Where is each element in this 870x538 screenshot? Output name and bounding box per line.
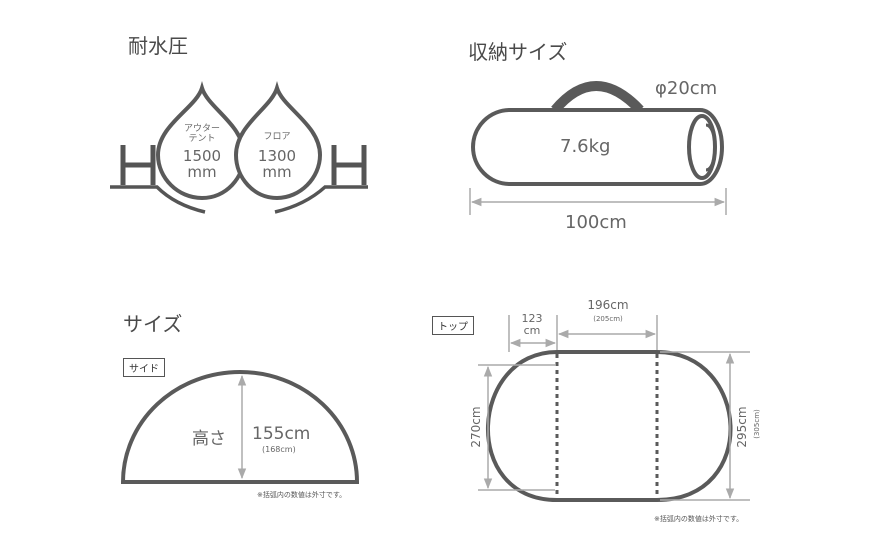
- storage-bag-graphic: [469, 81, 727, 215]
- waterproof-graphic: [110, 81, 368, 214]
- outer-depth-outer-value: (305cm): [753, 409, 761, 439]
- vestibule-unit: cm: [523, 324, 541, 337]
- dome-outline: [120, 370, 360, 484]
- waterproof-title: 耐水圧: [128, 34, 188, 58]
- side-note: ※括弧内の数値は外寸です。: [257, 491, 347, 499]
- outer-label-line1: アウター: [183, 124, 220, 134]
- floor-value-block: 1300 mm: [247, 148, 307, 180]
- floor-unit: mm: [262, 163, 292, 181]
- width-value: 196cm: [587, 298, 629, 312]
- top-outline: [485, 350, 733, 502]
- left-h-letter: [120, 145, 156, 185]
- outer-value: 1500: [182, 147, 222, 165]
- top-note: ※括弧内の数値は外寸です。: [654, 515, 744, 523]
- vestibule-value: 123: [521, 312, 543, 325]
- floor-drop: [233, 81, 323, 201]
- width-outer-value: (205cm): [593, 315, 623, 323]
- height-label: 高さ: [192, 429, 226, 449]
- side-view-graphic: [120, 370, 360, 484]
- vestibule-dimension: 123 cm: [514, 313, 550, 337]
- size-title: サイズ: [123, 312, 183, 336]
- bag-body: [471, 108, 724, 186]
- bag-length: 100cm: [565, 212, 627, 233]
- floor-value: 1300: [257, 147, 297, 165]
- bag-weight: 7.6kg: [560, 136, 611, 157]
- outer-value-block: 1500 mm: [172, 148, 232, 180]
- outer-label-line2: テント: [188, 134, 216, 144]
- outer-unit: mm: [187, 163, 217, 181]
- floor-label: フロア: [263, 132, 291, 142]
- top-view-graphic: [478, 315, 750, 502]
- top-view-tag: トップ: [432, 316, 474, 335]
- outer-tent-label: アウター テント: [172, 124, 232, 144]
- storage-title: 収納サイズ: [468, 40, 568, 64]
- side-view-tag: サイド: [123, 358, 165, 377]
- height-value: 155cm: [252, 424, 311, 444]
- right-h-letter: [331, 145, 367, 185]
- outer-depth-value: 295cm: [735, 406, 749, 448]
- height-outer-value: (168cm): [262, 445, 296, 454]
- outer-drop: [155, 81, 247, 201]
- bag-handle: [551, 81, 644, 114]
- bag-diameter: φ20cm: [655, 78, 718, 99]
- inner-depth-value: 270cm: [469, 406, 483, 448]
